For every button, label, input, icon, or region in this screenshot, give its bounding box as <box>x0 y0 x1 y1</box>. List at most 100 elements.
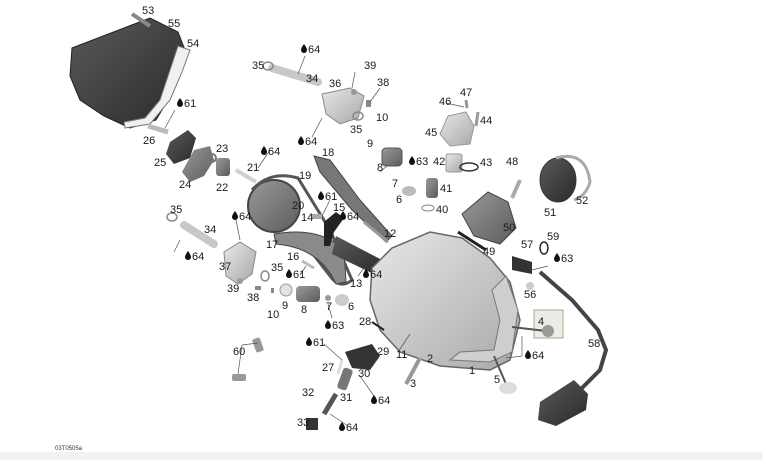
part-decompressor-lever[interactable] <box>216 158 230 176</box>
label-38[interactable]: 38 <box>377 77 389 89</box>
label-59[interactable]: 59 <box>547 231 559 243</box>
part-valve-spring-lower[interactable] <box>296 286 320 302</box>
label-39[interactable]: 39 <box>364 60 376 72</box>
label-34[interactable]: 34 <box>306 73 318 85</box>
part-screw-26[interactable] <box>147 123 169 135</box>
part-screw-27[interactable] <box>336 359 344 375</box>
label-37[interactable]: 37 <box>219 261 231 273</box>
label-53[interactable]: 53 <box>142 5 154 17</box>
part-adjust-screw-38-lower[interactable] <box>255 286 261 290</box>
label-18[interactable]: 18 <box>322 147 334 159</box>
part-retainer-9[interactable] <box>279 283 293 297</box>
label-7[interactable]: 7 <box>392 178 398 190</box>
label-32[interactable]: 32 <box>302 387 314 399</box>
label-35[interactable]: 35 <box>252 60 264 72</box>
label-50[interactable]: 50 <box>503 222 515 234</box>
label-29[interactable]: 29 <box>377 346 389 358</box>
part-spring-23[interactable] <box>207 153 217 163</box>
part-adjust-screw-38[interactable] <box>366 100 371 107</box>
label-6[interactable]: 6 <box>348 301 354 313</box>
label-19[interactable]: 19 <box>299 170 311 182</box>
label-33[interactable]: 33 <box>297 417 309 429</box>
label-2[interactable]: 2 <box>427 353 433 365</box>
label-25[interactable]: 25 <box>154 157 166 169</box>
part-stud-60-b[interactable] <box>232 374 246 381</box>
oil-callout[interactable]: 64 <box>185 251 204 263</box>
part-o-ring-59[interactable] <box>539 241 549 255</box>
label-8[interactable]: 8 <box>377 162 383 174</box>
part-tensioner-plunger[interactable] <box>337 367 354 391</box>
part-spring-seat-6-lower[interactable] <box>335 294 349 306</box>
part-cotter-10[interactable] <box>271 288 274 293</box>
part-lock-nut-39-lower[interactable] <box>237 278 243 284</box>
oil-callout[interactable]: 64 <box>232 211 251 223</box>
part-dowel-pin[interactable] <box>404 357 422 385</box>
label-57[interactable]: 57 <box>521 239 533 251</box>
oil-callout[interactable]: 64 <box>261 146 280 158</box>
label-9[interactable]: 9 <box>282 300 288 312</box>
label-51[interactable]: 51 <box>544 207 556 219</box>
part-sealing-ring-40[interactable] <box>421 204 435 212</box>
oil-callout[interactable]: 61 <box>306 337 325 349</box>
label-21[interactable]: 21 <box>247 162 259 174</box>
part-spring-seat-6-upper[interactable] <box>402 186 416 196</box>
label-42[interactable]: 42 <box>433 156 445 168</box>
part-stud-48[interactable] <box>510 179 522 199</box>
part-valve-spring-upper[interactable] <box>381 147 403 167</box>
part-plate[interactable] <box>166 130 196 164</box>
label-5[interactable]: 5 <box>494 374 500 386</box>
part-o-ring-35-b[interactable] <box>352 111 364 121</box>
label-43[interactable]: 43 <box>480 157 492 169</box>
label-10[interactable]: 10 <box>267 309 279 321</box>
part-tensioner-spring[interactable] <box>321 392 339 416</box>
label-36[interactable]: 36 <box>329 78 341 90</box>
label-44[interactable]: 44 <box>480 115 492 127</box>
label-35[interactable]: 35 <box>271 262 283 274</box>
part-exhaust-valve-head[interactable] <box>499 382 517 394</box>
part-lock-nut-39[interactable] <box>351 89 357 95</box>
label-11[interactable]: 11 <box>396 349 407 361</box>
label-30[interactable]: 30 <box>358 368 370 380</box>
label-14[interactable]: 14 <box>301 212 313 224</box>
label-31[interactable]: 31 <box>340 392 352 404</box>
label-22[interactable]: 22 <box>216 182 228 194</box>
label-4[interactable]: 4 <box>538 316 544 328</box>
part-camshaft-retaining-plate[interactable] <box>324 212 344 246</box>
label-60[interactable]: 60 <box>233 346 245 358</box>
part-rocker-arm-exhaust[interactable] <box>223 241 257 285</box>
part-valve-cover-gasket[interactable] <box>123 45 191 129</box>
label-41[interactable]: 41 <box>440 183 452 195</box>
oil-callout[interactable]: 64 <box>525 350 544 362</box>
oil-callout[interactable]: 64 <box>301 44 320 56</box>
oil-callout[interactable]: 63 <box>409 156 428 168</box>
part-valve-cover[interactable] <box>69 17 186 129</box>
oil-callout[interactable]: 63 <box>554 253 573 265</box>
label-8[interactable]: 8 <box>301 304 307 316</box>
label-6[interactable]: 6 <box>396 194 402 206</box>
part-tensioner-guide-pin[interactable] <box>301 259 315 270</box>
label-28[interactable]: 28 <box>359 316 371 328</box>
oil-callout[interactable]: 61 <box>318 191 337 203</box>
label-12[interactable]: 12 <box>384 228 396 240</box>
label-47[interactable]: 47 <box>460 87 472 99</box>
part-temperature-sensor[interactable] <box>426 178 438 198</box>
part-clamp[interactable] <box>555 155 592 202</box>
label-49[interactable]: 49 <box>483 246 495 258</box>
part-o-ring-28[interactable] <box>371 321 385 331</box>
part-thermostat[interactable] <box>445 153 463 173</box>
part-chain-tensioner-housing[interactable] <box>345 344 380 370</box>
label-9[interactable]: 9 <box>367 138 373 150</box>
label-3[interactable]: 3 <box>410 378 416 390</box>
part-spark-plug-cap[interactable] <box>512 256 532 274</box>
part-chain-guide[interactable] <box>313 155 393 243</box>
part-intake-valve-head[interactable] <box>542 325 554 337</box>
oil-callout[interactable]: 64 <box>363 269 382 281</box>
part-plug-33[interactable] <box>306 418 318 430</box>
label-7[interactable]: 7 <box>326 301 332 313</box>
oil-callout[interactable]: 64 <box>298 136 317 148</box>
label-38[interactable]: 38 <box>247 292 259 304</box>
oil-callout[interactable]: 61 <box>177 98 196 110</box>
part-bolt-12[interactable] <box>363 220 389 244</box>
part-ignition-coil[interactable] <box>538 380 588 426</box>
label-46[interactable]: 46 <box>439 96 451 108</box>
